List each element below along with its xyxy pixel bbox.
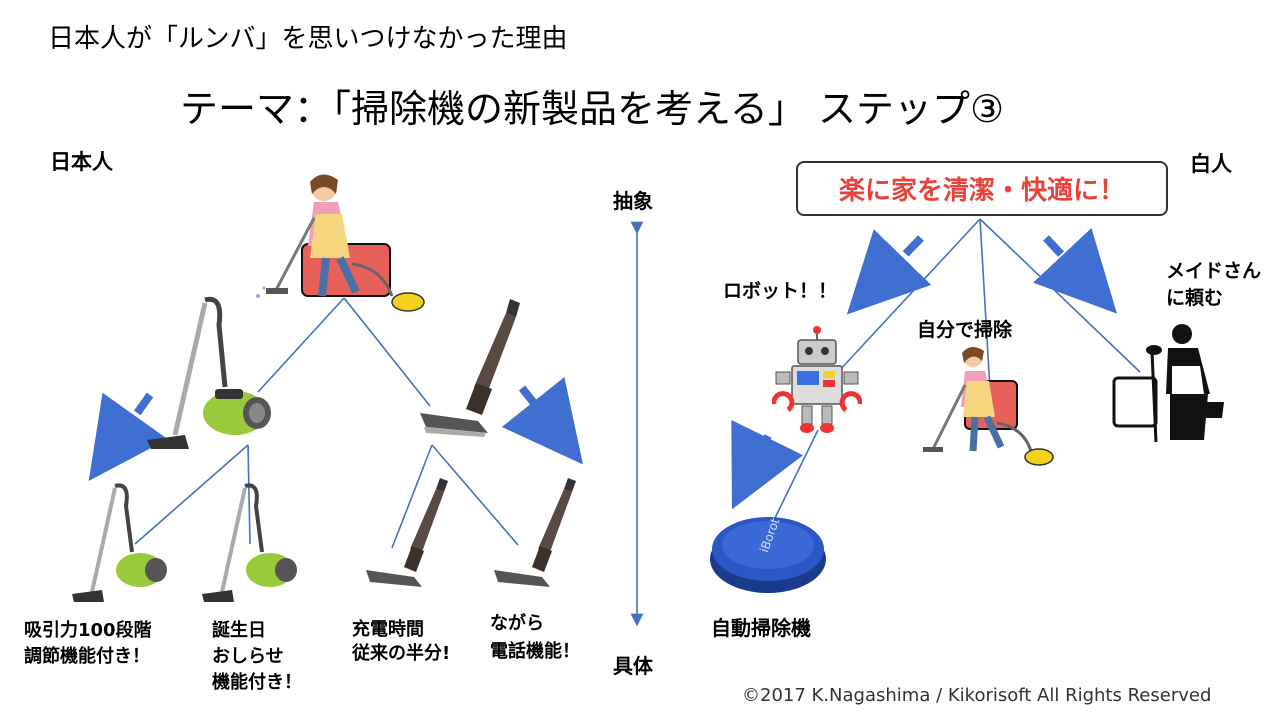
western-label: 白人	[1190, 152, 1232, 176]
leaf-label-charging: 充電時間 従来の半分!	[352, 619, 451, 664]
stick-vacuum-illustration	[420, 299, 520, 437]
branch-label-robot: ロボット！！	[723, 280, 838, 302]
stick-vacuum-leaf-2	[494, 478, 576, 587]
canister-vacuum-leaf-2	[202, 483, 297, 602]
branch-label-maid: メイドさん に頼む	[1166, 260, 1262, 309]
leaf-label-suction: 吸引力100段階 調節機能付き！	[24, 620, 152, 667]
canister-vacuum-illustration	[147, 296, 271, 449]
canister-vacuum-leaf-1	[72, 483, 167, 602]
self-cleaning-woman-illustration	[923, 346, 1054, 466]
copyright: ©2017 K.Nagashima / Kikorisoft All Right…	[742, 685, 1212, 706]
goal-box: 楽に家を清潔・快適に！	[796, 161, 1168, 216]
dashed-arrows	[88, 227, 1117, 510]
theme-subtitle: テーマ：「掃除機の新製品を考える」 ステップ③	[180, 87, 1005, 131]
stick-vacuum-leaf-1	[366, 478, 448, 587]
japan-label: 日本人	[50, 150, 113, 174]
maid-illustration	[1112, 324, 1224, 443]
leaf-label-phone: ながら 電話機能！	[490, 613, 580, 662]
woman-vacuuming-illustration	[256, 174, 425, 312]
page-title: 日本人が「ルンバ」を思いつけなかった理由	[48, 24, 568, 54]
robot-vacuum-illustration: iBorot	[710, 516, 826, 593]
axis-bottom-label: 具体	[613, 654, 653, 678]
product-label: 自動掃除機	[711, 616, 811, 640]
robot-illustration	[772, 326, 862, 433]
goal-text: 楽に家を清潔・快適に！	[838, 176, 1125, 206]
axis-top-label: 抽象	[613, 189, 653, 213]
japan-tree-lines	[134, 297, 519, 549]
branch-label-self-clean: 自分で掃除	[917, 319, 1013, 341]
leaf-label-birthday: 誕生日 おしらせ 機能付き！	[212, 620, 302, 693]
